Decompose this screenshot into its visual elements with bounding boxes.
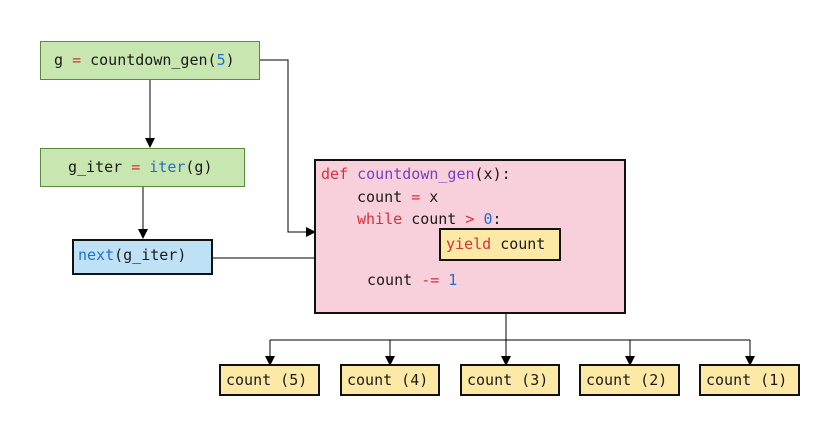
while-op: >: [465, 210, 475, 228]
next-call-box: next(g_iter): [72, 239, 213, 275]
dec-op: -=: [421, 271, 440, 289]
output-count-2: count (2): [579, 364, 680, 396]
output-count-1: count (1): [699, 364, 800, 396]
next-args: (g_iter): [114, 246, 187, 264]
gen-arg: 5: [216, 51, 226, 69]
output-label: count (4): [347, 371, 429, 389]
output-label: count (1): [706, 371, 788, 389]
def-function-name: countdown_gen: [357, 165, 475, 183]
init-eq: =: [411, 188, 421, 206]
output-count-5: count (5): [219, 364, 320, 396]
yield-var: count: [500, 235, 546, 253]
while-colon: :: [492, 210, 502, 228]
gen-var: g: [54, 51, 64, 69]
iter-args: (g): [185, 158, 213, 176]
init-val: x: [429, 188, 439, 206]
gen-lpar: (: [207, 51, 217, 69]
output-count-4: count (4): [340, 364, 440, 396]
while-num: 0: [483, 210, 493, 228]
def-params: (x):: [474, 165, 511, 183]
init-var: count: [357, 188, 403, 206]
output-label: count (5): [226, 371, 308, 389]
iter-var: g_iter: [68, 158, 123, 176]
gen-func: countdown_gen: [90, 51, 208, 69]
yield-box: yield count: [439, 228, 561, 261]
dec-num: 1: [448, 271, 458, 289]
iter-eq: =: [131, 158, 141, 176]
gen-eq: =: [72, 51, 82, 69]
output-count-3: count (3): [460, 364, 560, 396]
iter-func: iter: [149, 158, 186, 176]
output-label: count (3): [467, 371, 549, 389]
gen-rpar: ): [225, 51, 235, 69]
while-var: count: [411, 210, 457, 228]
while-keyword: while: [357, 210, 403, 228]
def-keyword: def: [321, 165, 349, 183]
output-label: count (2): [586, 371, 668, 389]
assign-generator-box: g = countdown_gen(5): [40, 41, 260, 80]
dec-var: count: [367, 271, 413, 289]
yield-keyword: yield: [446, 235, 492, 253]
assign-iterator-box: g_iter = iter(g): [40, 148, 245, 187]
arrow-gen-to-def: [260, 59, 316, 237]
next-func: next: [78, 246, 115, 264]
